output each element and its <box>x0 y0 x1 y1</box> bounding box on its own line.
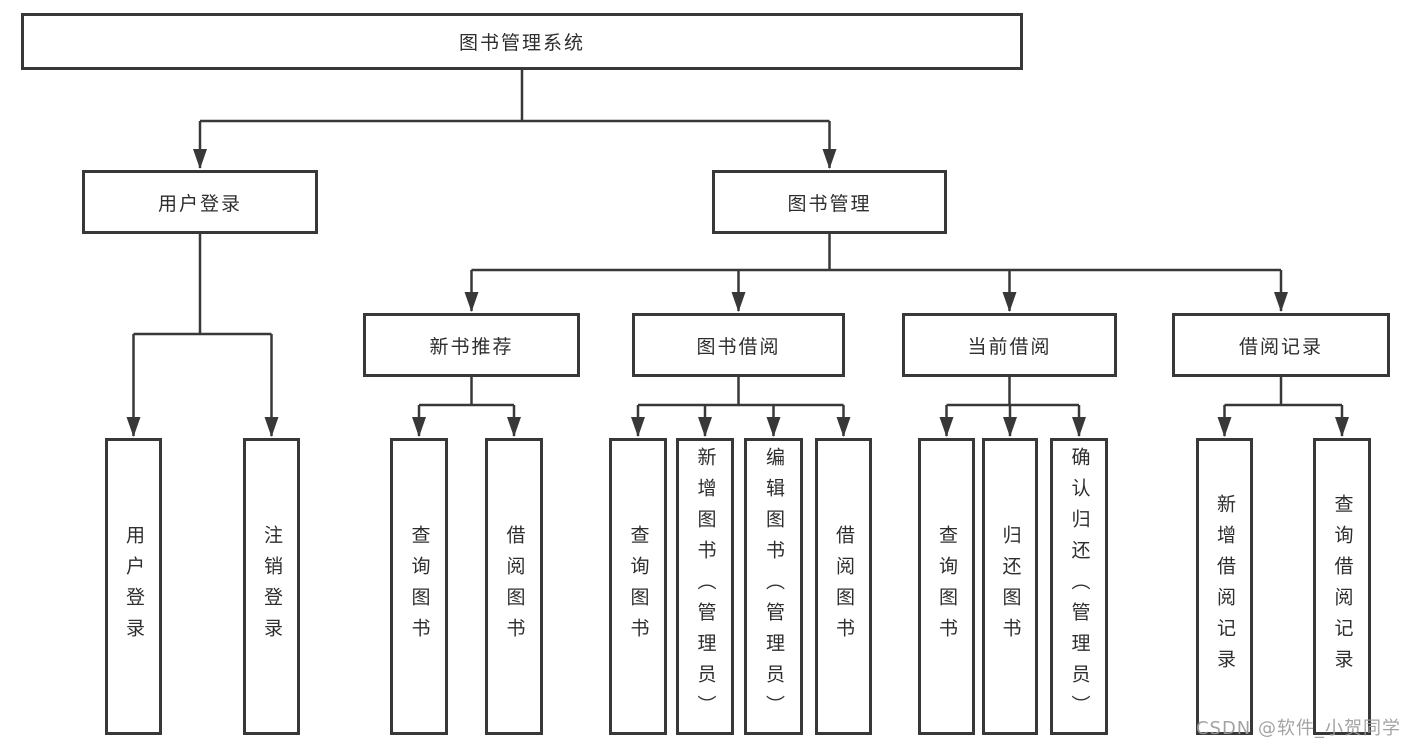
node-current-borrowing: 当前借阅 <box>902 313 1117 377</box>
node-current-borrowing-label: 当前借阅 <box>967 335 1052 358</box>
leaf-add-book-admin: 新增图书（管理员） <box>676 438 734 735</box>
leaf-confirm-return-admin: 确认归还（管理员） <box>1050 438 1108 735</box>
leaf-logout-label: 注销登录 <box>261 524 283 649</box>
node-book-management: 图书管理 <box>712 170 947 234</box>
leaf-query-borrow-record: 查询借阅记录 <box>1313 438 1371 735</box>
leaf-query-books-newbook: 查询图书 <box>390 438 448 735</box>
leaf-borrow-books-borrowing-label: 借阅图书 <box>833 524 855 649</box>
node-book-management-label: 图书管理 <box>787 192 872 215</box>
leaf-add-borrow-record: 新增借阅记录 <box>1196 438 1253 735</box>
node-new-book-recommendation: 新书推荐 <box>363 313 580 377</box>
leaf-query-books-borrowing: 查询图书 <box>609 438 667 735</box>
leaf-borrow-books-borrowing: 借阅图书 <box>815 438 872 735</box>
leaf-borrow-books-newbook-label: 借阅图书 <box>503 524 526 649</box>
leaf-query-borrow-record-label: 查询借阅记录 <box>1331 493 1354 680</box>
node-user-login-label: 用户登录 <box>157 192 242 215</box>
node-book-borrowing: 图书借阅 <box>632 313 845 377</box>
leaf-edit-book-admin: 编辑图书（管理员） <box>744 438 803 735</box>
node-new-book-recommendation-label: 新书推荐 <box>429 335 514 358</box>
node-user-login: 用户登录 <box>82 170 318 234</box>
leaf-query-books-borrowing-label: 查询图书 <box>627 524 650 649</box>
leaf-return-book-label: 归还图书 <box>999 524 1022 649</box>
leaf-edit-book-admin-label: 编辑图书（管理员） <box>763 447 785 726</box>
leaf-user-login: 用户登录 <box>105 438 162 735</box>
node-library-management-system: 图书管理系统 <box>21 13 1023 70</box>
csdn-watermark: CSDN @软件_小贺同学 <box>1195 718 1401 739</box>
node-book-borrowing-label: 图书借阅 <box>696 335 781 358</box>
leaf-logout: 注销登录 <box>243 438 300 735</box>
leaf-user-login-label: 用户登录 <box>123 524 145 649</box>
leaf-borrow-books-newbook: 借阅图书 <box>485 438 543 735</box>
leaf-query-books-current: 查询图书 <box>918 438 975 735</box>
leaf-add-borrow-record-label: 新增借阅记录 <box>1214 493 1236 680</box>
leaf-return-book: 归还图书 <box>982 438 1038 735</box>
leaf-query-books-newbook-label: 查询图书 <box>408 524 431 649</box>
leaf-query-books-current-label: 查询图书 <box>936 524 958 649</box>
node-borrowing-records-label: 借阅记录 <box>1238 335 1323 358</box>
node-borrowing-records: 借阅记录 <box>1172 313 1390 377</box>
leaf-confirm-return-admin-label: 确认归还（管理员） <box>1068 447 1091 726</box>
node-library-management-system-label: 图书管理系统 <box>458 32 585 54</box>
leaf-add-book-admin-label: 新增图书（管理员） <box>694 447 717 726</box>
